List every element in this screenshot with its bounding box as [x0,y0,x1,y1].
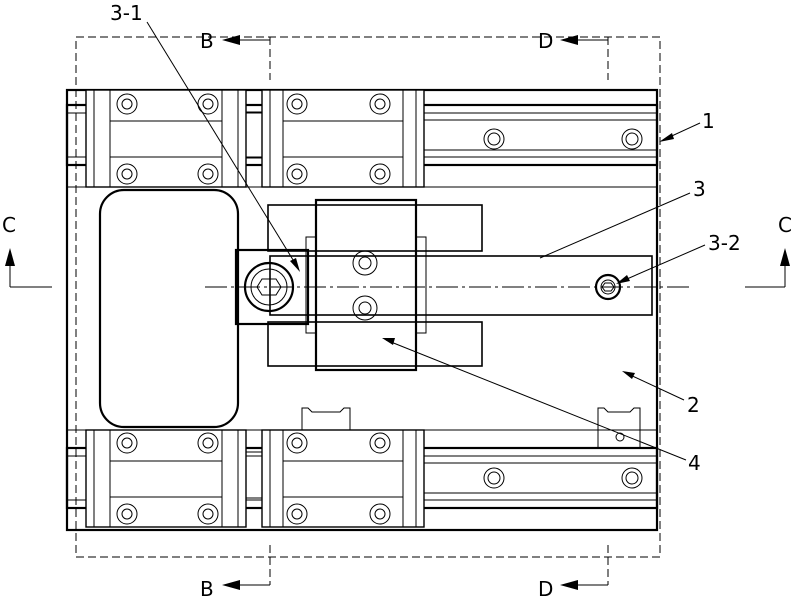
label-d-bottom: D [538,577,553,601]
tab-left [302,408,350,430]
arrow-b-bottom [222,580,240,590]
rail-bolt [484,129,504,149]
block-connector [246,112,262,158]
label-3-1: 3-1 [110,1,143,25]
label-c-right: C [778,213,792,237]
slider-block-top-right [262,90,424,187]
arrow-d-bottom [560,580,578,590]
label-2: 2 [687,393,700,417]
block-bolt [353,296,377,320]
leader-3-2 [620,245,705,282]
guide-plate-lower [268,322,482,366]
guide-bar [270,256,652,315]
rail-bolt [622,129,642,149]
arrow-c-left [5,248,15,266]
tab-right [598,408,640,448]
left-rounded-plate [100,190,238,427]
slider-block-bottom-right [262,430,424,527]
guide-plate-upper [268,205,482,251]
label-4: 4 [688,451,701,475]
rail-bolt [622,468,642,488]
label-3-2: 3-2 [708,231,741,255]
slider-block-top-left [86,90,246,187]
leader-3 [540,193,690,258]
label-d-top: D [538,29,553,53]
label-b-bottom: B [200,577,214,601]
rail-bolt [484,468,504,488]
leader-2 [626,373,684,400]
label-c-left: C [2,213,16,237]
block-connector [246,452,262,498]
center-block [316,200,416,370]
slider-block-bottom-left [86,430,246,527]
label-3: 3 [693,177,706,201]
arrow-c-right [780,248,790,266]
leader-4 [386,340,686,460]
label-1: 1 [702,109,715,133]
block-bolt [353,251,377,275]
label-b-top: B [200,29,214,53]
